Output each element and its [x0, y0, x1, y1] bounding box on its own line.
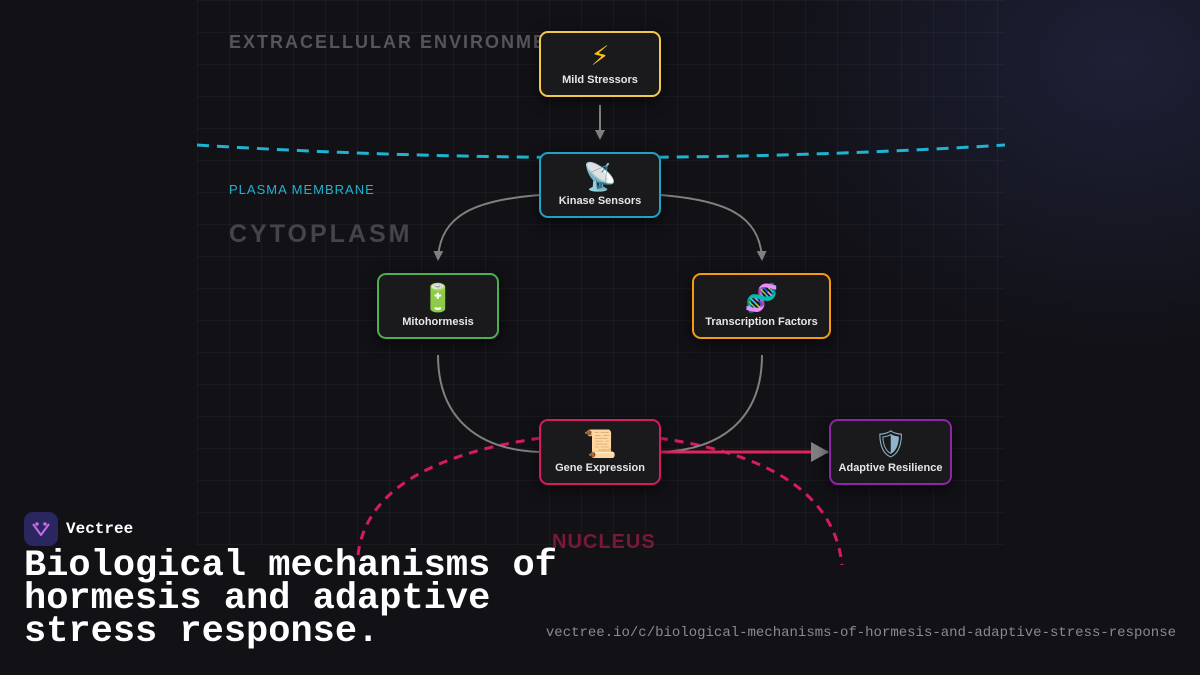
edge-tf-to-gene: [659, 354, 763, 453]
dna-icon: 🧬: [744, 283, 779, 314]
node-kinase-sensors[interactable]: 📡 Kinase Sensors: [539, 152, 661, 218]
brand-name: Vectree: [66, 520, 134, 538]
region-label-nucleus: NUCLEUS: [552, 531, 656, 553]
node-label: Transcription Factors: [705, 316, 818, 328]
node-gene-expression[interactable]: 📜 Gene Expression: [539, 419, 661, 485]
node-label: Kinase Sensors: [558, 195, 642, 207]
region-label-cytoplasm: CYTOPLASM: [229, 220, 413, 248]
brand[interactable]: Vectree: [24, 512, 133, 546]
lightning-icon: ⚡: [590, 41, 610, 72]
node-mitohormesis[interactable]: 🔋 Mitohormesis: [377, 273, 499, 339]
edge-mito-to-gene: [437, 354, 541, 453]
node-mild-stressors[interactable]: ⚡ Mild Stressors: [539, 31, 661, 97]
node-transcription-factors[interactable]: 🧬 Transcription Factors: [692, 273, 831, 339]
edge-kinase-to-tf: [659, 194, 767, 261]
node-label: Adaptive Resilience: [838, 462, 943, 474]
region-label-extracellular: EXTRACELLULAR ENVIRONMENT: [229, 32, 575, 52]
edge-kinase-to-mito: [433, 194, 541, 261]
page-title: Biological mechanisms of hormesis and ad…: [24, 545, 557, 653]
satellite-dish-icon: 📡: [583, 162, 617, 193]
source-url[interactable]: vectree.io/c/biological-mechanisms-of-ho…: [545, 625, 1176, 641]
node-label: Mild Stressors: [562, 74, 638, 86]
vectree-logo-icon: [24, 512, 58, 546]
scroll-icon: 📜: [583, 429, 617, 460]
battery-icon: 🔋: [421, 283, 455, 314]
shield-icon: 🛡: [873, 429, 908, 460]
node-label: Gene Expression: [555, 462, 645, 474]
region-label-plasma-membrane: PLASMA MEMBRANE: [229, 182, 375, 197]
node-label: Mitohormesis: [402, 316, 474, 328]
node-adaptive-resilience[interactable]: 🛡 Adaptive Resilience: [829, 419, 952, 485]
